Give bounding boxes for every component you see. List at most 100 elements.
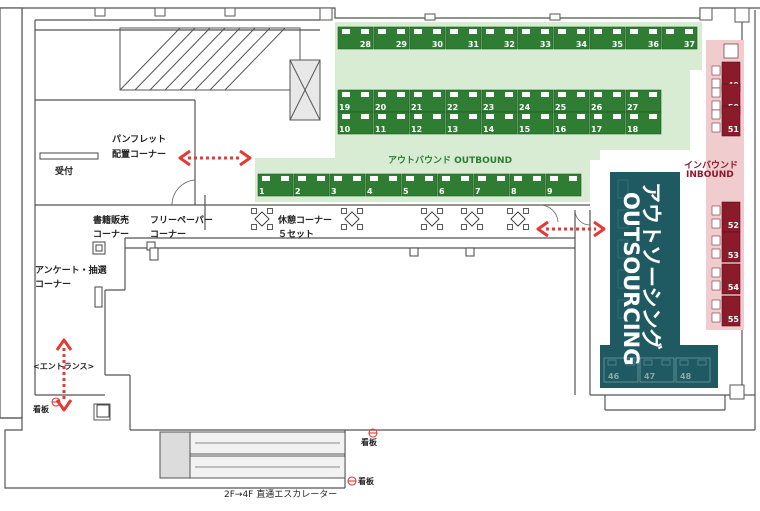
rest-table-5 — [507, 208, 529, 230]
booth-outbound-20[interactable]: 20 — [373, 89, 410, 113]
outbound-title: アウトバウンド OUTBOUND — [388, 156, 513, 166]
booth-outbound-19[interactable]: 19 — [337, 89, 374, 113]
booth-outbound-23[interactable]: 23 — [481, 89, 518, 113]
books-label-1: 書籍販売 — [93, 216, 130, 226]
booth-number: 53 — [728, 251, 739, 260]
inbound-top-seat — [723, 43, 739, 59]
booth-outbound-22[interactable]: 22 — [445, 89, 482, 113]
booth-outbound-31[interactable]: 31 — [445, 26, 482, 50]
booth-number: 36 — [648, 40, 660, 49]
booth-outbound-2[interactable]: 2 — [293, 173, 330, 197]
booth-number: 47 — [644, 372, 655, 381]
booth-outbound-11[interactable]: 11 — [373, 111, 410, 135]
booth-outbound-6[interactable]: 6 — [437, 173, 474, 197]
booth-outbound-21[interactable]: 21 — [409, 89, 446, 113]
booth-number: 32 — [504, 40, 515, 49]
booth-number: 15 — [519, 125, 531, 134]
booth-number: 10 — [339, 125, 351, 134]
booth-number: 52 — [728, 221, 739, 230]
booth-outsourcing-48[interactable]: 48 — [675, 357, 711, 383]
sign-label-entrance: 看板 — [33, 405, 49, 414]
booth-outbound-13[interactable]: 13 — [445, 111, 482, 135]
booth-outbound-25[interactable]: 25 — [553, 89, 590, 113]
escalator-label: 2F→4F 直通エスカレーター — [224, 490, 338, 500]
booth-number: 14 — [483, 125, 495, 134]
booth-outbound-30[interactable]: 30 — [409, 26, 446, 50]
booth-number: 54 — [728, 283, 740, 292]
booth-number: 26 — [591, 103, 603, 112]
sign-label-escalator-2: 看板 — [358, 477, 374, 486]
outsourcing-title-en: OUTSOURCING — [619, 192, 643, 366]
booth-inbound-53[interactable]: 53 — [711, 231, 741, 263]
inbound-zone: 49505152535455 — [706, 40, 744, 330]
booth-number: 17 — [591, 125, 602, 134]
free-paper-label-1: フリーペーパー — [150, 216, 213, 226]
booth-outbound-16[interactable]: 16 — [553, 111, 590, 135]
booth-number: 4 — [367, 187, 373, 196]
door-swings — [171, 179, 591, 226]
booth-number: 12 — [411, 125, 422, 134]
booth-number: 27 — [627, 103, 638, 112]
booth-number: 24 — [519, 103, 531, 112]
booth-outbound-24[interactable]: 24 — [517, 89, 554, 113]
free-paper-label-2: コーナー — [150, 230, 187, 240]
booth-number: 21 — [411, 103, 423, 112]
booth-number: 1 — [259, 187, 265, 196]
rest-table-4 — [461, 208, 483, 230]
inbound-title-jp: インバウンド — [684, 161, 739, 171]
escalator-lower — [159, 431, 346, 479]
sign-markers — [51, 397, 378, 486]
pamphlet-label-1: パンフレット — [112, 135, 167, 145]
booth-number: 7 — [475, 187, 481, 196]
booth-number: 37 — [684, 40, 695, 49]
booth-outbound-7[interactable]: 7 — [473, 173, 510, 197]
rest-table-2 — [341, 208, 363, 230]
booth-outbound-15[interactable]: 15 — [517, 111, 554, 135]
booth-number: 3 — [331, 187, 337, 196]
booth-outbound-4[interactable]: 4 — [365, 173, 402, 197]
booth-outbound-34[interactable]: 34 — [553, 26, 590, 50]
booth-outbound-18[interactable]: 18 — [625, 111, 662, 135]
outsourcing-area-bg — [600, 172, 718, 388]
escalator-upper-structure — [119, 27, 321, 121]
booth-number: 6 — [439, 187, 445, 196]
booth-outbound-1[interactable]: 1 — [257, 173, 294, 197]
booth-outbound-36[interactable]: 36 — [625, 26, 662, 50]
rest-table-3 — [421, 208, 443, 230]
booth-inbound-54[interactable]: 54 — [711, 263, 741, 295]
booth-inbound-51[interactable]: 51 — [711, 105, 741, 137]
rest-label-1: 休憩コーナー — [278, 216, 333, 226]
booth-number: 31 — [468, 40, 480, 49]
booth-outbound-8[interactable]: 8 — [509, 173, 546, 197]
booth-number: 55 — [728, 315, 740, 324]
booth-outbound-12[interactable]: 12 — [409, 111, 446, 135]
outsourcing-zone: 46 47 48 — [600, 172, 718, 388]
booth-number: 30 — [432, 40, 444, 49]
booth-number: 51 — [728, 125, 740, 134]
sign-label-escalator-1: 看板 — [361, 438, 377, 447]
booth-outbound-33[interactable]: 33 — [517, 26, 554, 50]
booth-inbound-55[interactable]: 55 — [711, 295, 741, 327]
booth-outbound-17[interactable]: 17 — [589, 111, 626, 135]
booth-outbound-26[interactable]: 26 — [589, 89, 626, 113]
booth-outsourcing-47[interactable]: 47 — [639, 357, 675, 383]
booth-outbound-35[interactable]: 35 — [589, 26, 626, 50]
booth-outbound-37[interactable]: 37 — [661, 26, 698, 50]
booth-outbound-9[interactable]: 9 — [545, 173, 582, 197]
booth-outbound-5[interactable]: 5 — [401, 173, 438, 197]
booth-outbound-28[interactable]: 28 — [337, 26, 374, 50]
booth-outsourcing-46[interactable]: 46 — [603, 357, 639, 383]
booth-outbound-27[interactable]: 27 — [625, 89, 662, 113]
entrance-label: <エントランス> — [33, 362, 95, 371]
booth-outbound-32[interactable]: 32 — [481, 26, 518, 50]
flow-arrows — [55, 149, 606, 412]
booth-outbound-3[interactable]: 3 — [329, 173, 366, 197]
booth-outbound-14[interactable]: 14 — [481, 111, 518, 135]
booth-number: 22 — [447, 103, 458, 112]
rest-label-2: ５セット — [278, 230, 315, 240]
booth-outbound-10[interactable]: 10 — [337, 111, 374, 135]
booth-outbound-29[interactable]: 29 — [373, 26, 410, 50]
